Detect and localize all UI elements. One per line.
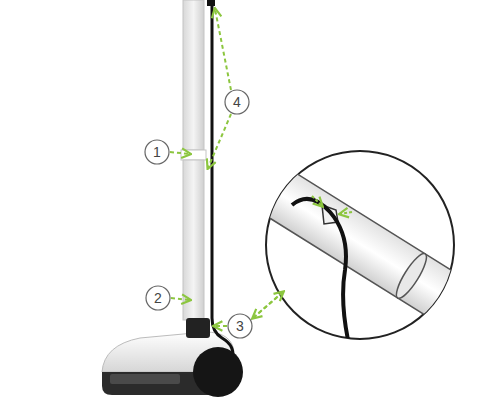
leader-arrow <box>171 298 190 300</box>
pole-joint <box>181 150 206 160</box>
callout-number: 2 <box>154 290 162 306</box>
inset-tube <box>245 159 493 341</box>
inset-cord <box>292 199 348 340</box>
cord-hook <box>207 0 215 6</box>
inset-arrow <box>312 196 322 206</box>
leader-arrow <box>253 292 283 318</box>
wheel <box>193 347 243 397</box>
callout-circle <box>146 286 170 310</box>
callout-number: 3 <box>236 318 244 334</box>
callout-circle <box>145 140 169 164</box>
callout-circle <box>225 90 249 114</box>
leader-arrow <box>214 325 227 327</box>
leader-arrow <box>253 292 283 318</box>
callout-number: 1 <box>153 144 161 160</box>
leader-arrow <box>170 152 190 154</box>
inset-arrow <box>340 212 352 214</box>
leader-arrow <box>208 114 231 168</box>
pole-lower <box>183 160 204 320</box>
pole-upper <box>183 0 204 150</box>
inset-tube-end <box>392 250 431 302</box>
leader-arrow <box>215 9 231 90</box>
base-vent <box>110 374 180 384</box>
power-cord <box>212 2 233 360</box>
callout-number: 4 <box>233 94 241 110</box>
neck <box>186 318 210 338</box>
callout-circle <box>228 314 252 338</box>
